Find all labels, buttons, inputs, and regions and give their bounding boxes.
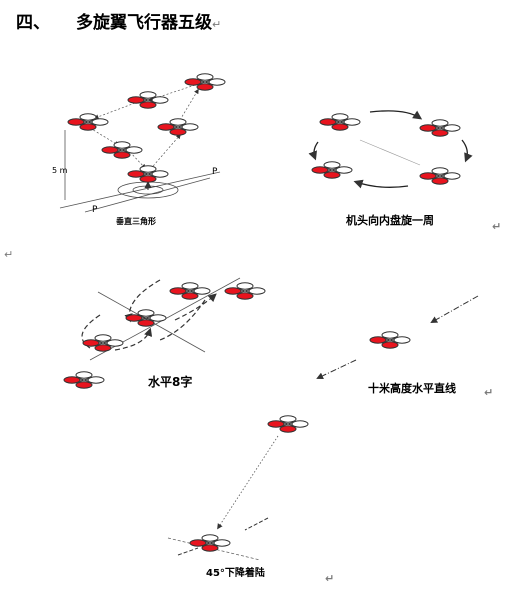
- section-title: 多旋翼飞行器五级: [76, 13, 212, 33]
- drone-icon: [157, 118, 199, 136]
- figure-landing-45: [167, 415, 309, 561]
- drone-icon: [419, 167, 461, 185]
- figure-horizontal-eight: [63, 277, 266, 389]
- drone-icon: [267, 415, 309, 433]
- drone-icon: [319, 113, 361, 131]
- point-label-p-left: P: [92, 205, 98, 215]
- caption-horizontal-eight: 水平8字: [148, 375, 193, 389]
- paragraph-mark: ↵: [212, 18, 222, 31]
- paragraph-mark: ↵: [492, 220, 502, 233]
- drone-icon: [369, 331, 411, 349]
- drone-icon: [101, 141, 143, 159]
- drone-icon: [127, 91, 169, 109]
- drone-icon: [169, 282, 211, 300]
- caption-straight-line: 十米高度水平直线: [368, 382, 456, 395]
- point-label-p-right: P: [212, 167, 218, 177]
- drone-icon: [224, 282, 266, 300]
- drone-icon: [184, 73, 226, 91]
- caption-vertical-triangle: 垂直三角形: [116, 217, 156, 226]
- figure-nose-inward-circle: [308, 110, 473, 189]
- drone-icon: [67, 113, 109, 131]
- paragraph-mark: ↵: [484, 386, 494, 399]
- drone-icon: [125, 309, 167, 327]
- drone-icon: [419, 119, 461, 137]
- drone-icon: [311, 161, 353, 179]
- section-number: 四、: [16, 13, 50, 33]
- figure-straight-line: [316, 295, 479, 380]
- drone-icon: [82, 334, 124, 352]
- axis-label-5m: 5 m: [52, 166, 68, 175]
- caption-landing-45: 45°下降着陆: [206, 568, 265, 579]
- drone-icon: [63, 371, 105, 389]
- paragraph-mark: ↵: [4, 248, 14, 261]
- caption-nose-inward-circle: 机头向内盘旋一周: [346, 214, 434, 227]
- drone-icon: [127, 165, 169, 183]
- section-heading: 四、 多旋翼飞行器五级↵: [16, 8, 221, 33]
- figure-vertical-triangle: [59, 73, 226, 213]
- paragraph-mark: ↵: [325, 572, 335, 585]
